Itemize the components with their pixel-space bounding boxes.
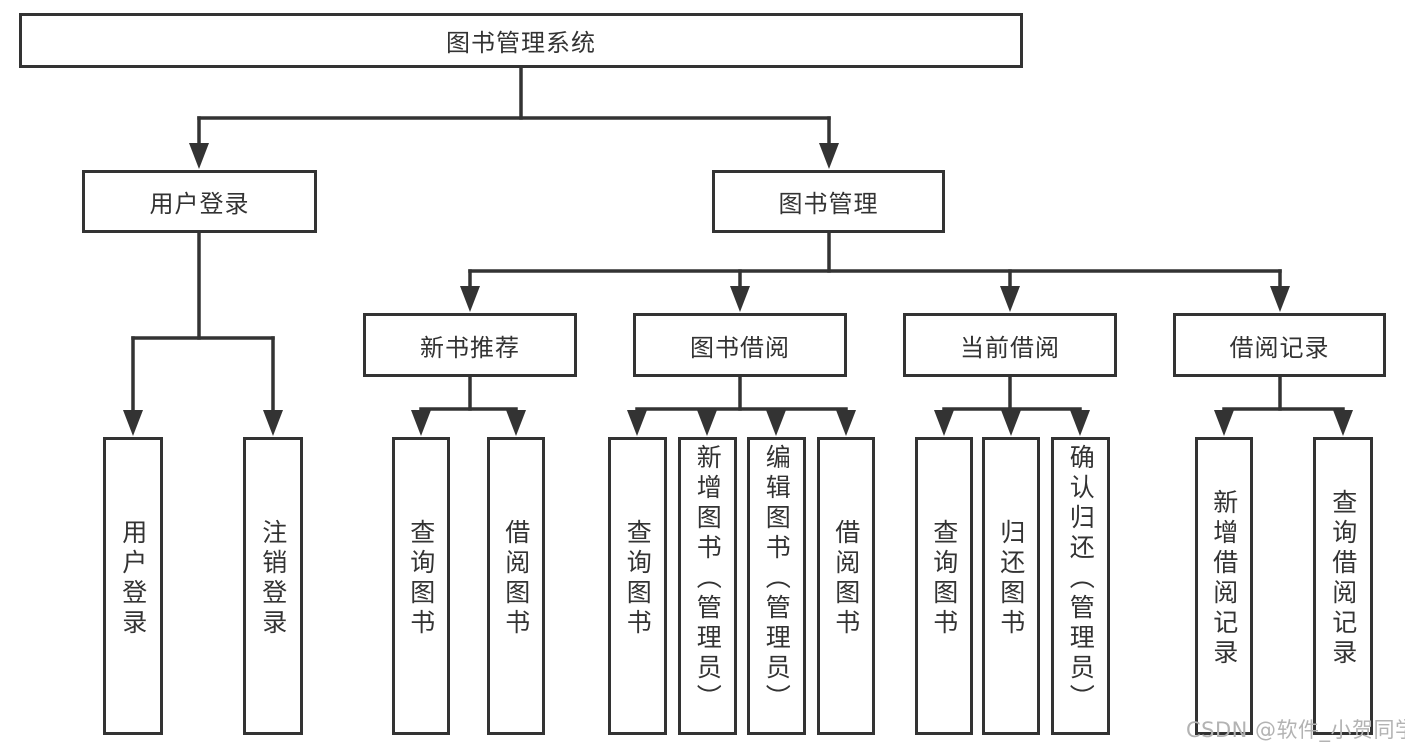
leaf-current-query-books: 查询图书	[915, 437, 973, 735]
leaf-borrow-edit-books-admin: 编辑图书（管理员）	[747, 437, 806, 735]
watermark: CSDN @软件_小贺同学	[1186, 718, 1405, 742]
connector-bookmgmt-to-level3	[460, 231, 1290, 312]
node-library-management-system: 图书管理系统	[19, 13, 1023, 68]
leaf-current-return-books: 归还图书	[982, 437, 1040, 735]
leaf-logout: 注销登录	[243, 437, 303, 735]
node-user-login: 用户登录	[82, 170, 317, 233]
connector-newbook-to-leaves	[411, 375, 526, 436]
leaf-borrow-add-books-admin: 新增图书（管理员）	[678, 437, 737, 735]
connector-current-to-leaves	[934, 375, 1090, 436]
node-book-borrowing: 图书借阅	[633, 313, 847, 377]
connector-borrow-to-leaves	[627, 375, 856, 436]
leaf-newbook-borrow-books: 借阅图书	[487, 437, 545, 735]
leaf-user-login: 用户登录	[103, 437, 163, 735]
leaf-records-query-borrow-record: 查询借阅记录	[1313, 437, 1373, 735]
connector-userlogin-to-leaves	[123, 231, 283, 436]
node-borrowing-records: 借阅记录	[1173, 313, 1386, 377]
node-new-book-recommendation: 新书推荐	[363, 313, 577, 377]
leaf-borrow-borrow-books: 借阅图书	[817, 437, 875, 735]
leaf-borrow-query-books: 查询图书	[608, 437, 667, 735]
connector-root-to-level2	[189, 66, 839, 169]
leaf-records-add-borrow-record: 新增借阅记录	[1195, 437, 1253, 735]
leaf-current-confirm-return-admin: 确认归还（管理员）	[1051, 437, 1110, 735]
node-book-management: 图书管理	[712, 170, 945, 233]
leaf-newbook-query-books: 查询图书	[392, 437, 450, 735]
connector-records-to-leaves	[1214, 375, 1353, 436]
node-current-borrowing: 当前借阅	[903, 313, 1117, 377]
